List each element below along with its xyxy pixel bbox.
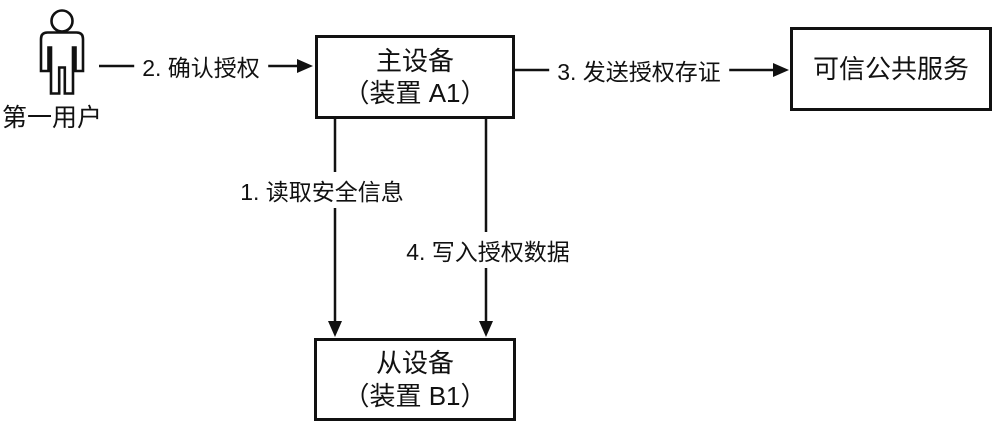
slave-device-id: （装置 B1） — [343, 380, 487, 411]
arrow-read-security-info-head — [328, 321, 342, 337]
arrow-confirm-authorization-head — [297, 59, 313, 73]
arrow-write-authorization-data-head — [479, 321, 493, 337]
master-device-node: 主设备 （装置 A1） — [315, 35, 515, 119]
master-device-id: （装置 A1） — [343, 78, 487, 108]
trusted-service-name: 可信公共服务 — [812, 53, 969, 84]
arrow-read-security-info — [328, 119, 342, 337]
edge-label-confirm-authorization: 2. 确认授权 — [134, 48, 268, 84]
arrow-write-authorization-data — [479, 119, 493, 337]
slave-device-node: 从设备 （装置 B1） — [314, 338, 516, 421]
edge-label-send-authorization-certificate: 3. 发送授权存证 — [549, 52, 729, 88]
person-body — [39, 31, 85, 95]
first-user-label: 第一用户 — [1, 104, 102, 132]
person-head — [50, 9, 74, 33]
master-device-name: 主设备 — [375, 45, 454, 76]
edge-label-read-security-info: 1. 读取安全信息 — [232, 172, 412, 208]
trusted-service-node: 可信公共服务 — [790, 27, 992, 111]
person-icon — [39, 9, 85, 95]
slave-device-name: 从设备 — [375, 348, 454, 378]
arrow-send-authorization-certificate-head — [773, 63, 789, 77]
edge-label-write-authorization-data: 4. 写入授权数据 — [398, 232, 578, 268]
